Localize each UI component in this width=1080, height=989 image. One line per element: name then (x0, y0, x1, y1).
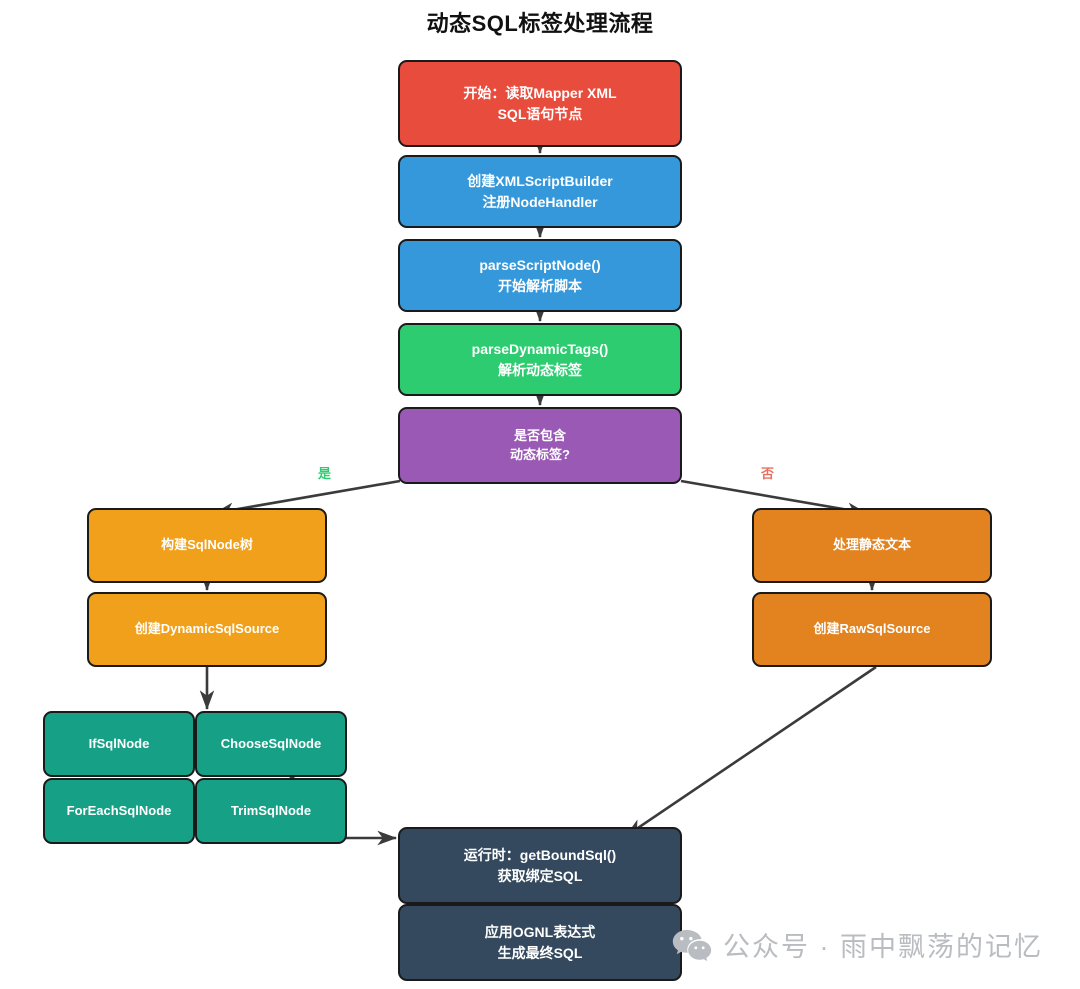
page-title: 动态SQL标签处理流程 (426, 11, 654, 36)
node-create-xmlscriptbuilder[interactable]: 创建XMLScriptBuilder 注册NodeHandler (398, 155, 682, 228)
node-create-rawsqlsource[interactable]: 创建RawSqlSource (752, 592, 992, 667)
node-handle-static-text[interactable]: 处理静态文本 (752, 508, 992, 583)
node-parse-dynamic-tags[interactable]: parseDynamicTags() 解析动态标签 (398, 323, 682, 396)
node-apply-ognl[interactable]: 应用OGNL表达式 生成最终SQL (398, 904, 682, 981)
node-start[interactable]: 开始：读取Mapper XML SQL语句节点 (398, 60, 682, 147)
node-decision-has-dynamic-tags[interactable]: 是否包含 动态标签? (398, 407, 682, 484)
edge-label-no: 否 (761, 466, 775, 481)
node-build-sqlnode-tree[interactable]: 构建SqlNode树 (87, 508, 327, 583)
wechat-icon (672, 929, 712, 961)
node-if-sqlnode[interactable]: IfSqlNode (43, 711, 195, 777)
node-trim-sqlnode[interactable]: TrimSqlNode (195, 778, 347, 844)
node-choose-sqlnode[interactable]: ChooseSqlNode (195, 711, 347, 777)
node-create-dynamicsqlsource[interactable]: 创建DynamicSqlSource (87, 592, 327, 667)
edge-label-yes: 是 (318, 466, 332, 481)
node-parse-script-node[interactable]: parseScriptNode() 开始解析脚本 (398, 239, 682, 312)
edge-rawsrc-runtime (625, 665, 877, 838)
node-foreach-sqlnode[interactable]: ForEachSqlNode (43, 778, 195, 844)
watermark: 公众号 · 雨中飘荡的记忆 (672, 925, 1043, 964)
watermark-text: 公众号 · 雨中飘荡的记忆 (723, 932, 1043, 962)
node-runtime-getboundsql[interactable]: 运行时：getBoundSql() 获取绑定SQL (398, 827, 682, 904)
